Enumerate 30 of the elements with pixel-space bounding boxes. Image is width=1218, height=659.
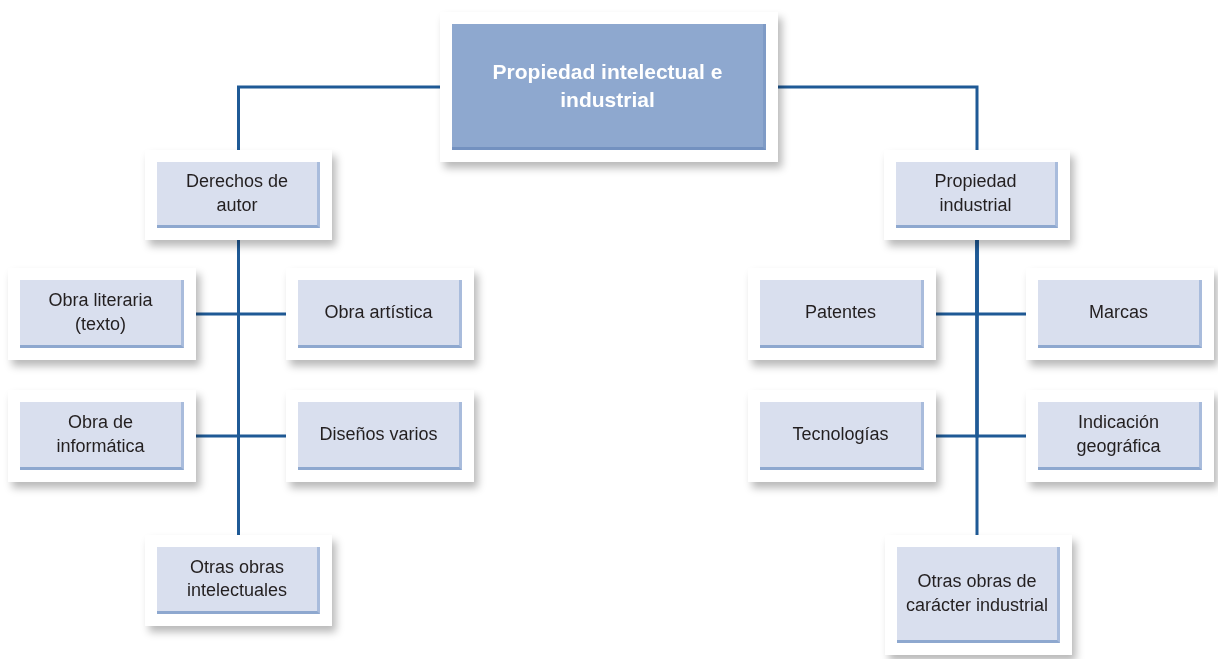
node-label: Obra de informática (20, 402, 184, 470)
connector-line (237, 85, 440, 150)
connector-line (975, 240, 979, 535)
node-label: Obra literaria (texto) (20, 280, 184, 348)
node-label: Obra artística (298, 280, 462, 348)
node-label: Tecnologías (760, 402, 924, 470)
node-card (748, 268, 936, 360)
node-card (885, 535, 1072, 655)
node-label: Marcas (1038, 280, 1202, 348)
node-card (440, 12, 778, 162)
node-label: Derechos de autor (157, 162, 320, 228)
node-card (748, 390, 936, 482)
node-card (145, 150, 332, 240)
node-label: Otras obras de carácter industrial (897, 547, 1060, 643)
connector-line (778, 85, 979, 150)
node-card (286, 390, 474, 482)
node-label: Propiedad industrial (896, 162, 1058, 228)
node-card (1026, 268, 1214, 360)
node-label: Patentes (760, 280, 924, 348)
node-card (145, 535, 332, 626)
node-card (8, 390, 196, 482)
node-label: Indicación geográfica (1038, 402, 1202, 470)
node-label: Otras obras intelectuales (157, 547, 320, 614)
node-card (1026, 390, 1214, 482)
node-card (884, 150, 1070, 240)
connector-line (237, 240, 240, 535)
title-label: Propiedad intelectual e industrial (452, 24, 766, 150)
node-label: Diseños varios (298, 402, 462, 470)
node-card (8, 268, 196, 360)
node-card (286, 268, 474, 360)
